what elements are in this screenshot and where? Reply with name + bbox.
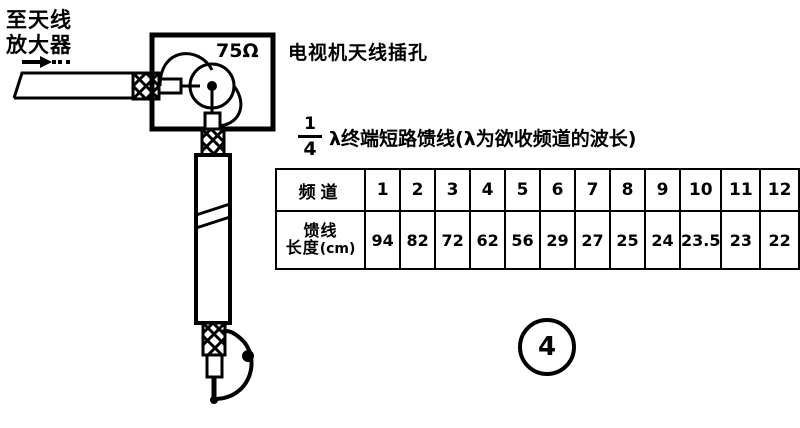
table-header-channel-label: 频道 (274, 168, 367, 212)
table-cell-channel-12: 12 (759, 168, 800, 212)
balun-symbol (158, 52, 243, 128)
table-cell-channel-5: 5 (504, 168, 542, 212)
table-cell-length-4: 62 (469, 210, 507, 270)
coax-braid-vertical-bottom (201, 321, 227, 357)
table-cell-channel-3: 3 (434, 168, 472, 212)
table-cell-channel-10: 10 (678, 168, 723, 212)
label-tv-antenna-jack: 电视机天线插孔 (288, 42, 429, 64)
diagram-canvas (12, 32, 276, 404)
table-cell-length-8: 25 (609, 210, 646, 270)
shorted-termination-icon (205, 329, 254, 404)
fraction-numerator: 1 (304, 114, 316, 134)
label-to-antenna-amplifier-line1: 至天线 (6, 8, 72, 32)
stub-formula-caption: 1 4 λ终端短路馈线(λ为欲收频道的波长) (298, 116, 636, 159)
fraction-denominator: 4 (303, 138, 317, 160)
label-to-antenna-amplifier-line2: 放大器 (6, 33, 72, 57)
coax-plug-horizontal (157, 77, 200, 95)
table-header-length-label: 馈线 长度(cm) (274, 210, 367, 270)
arrow-head-icon (40, 56, 52, 68)
table-cell-channel-8: 8 (609, 168, 646, 212)
table-cell-length-3: 72 (434, 210, 472, 270)
table-cell-length-7: 27 (574, 210, 612, 270)
horizontal-feeder-cable (12, 71, 135, 100)
table-cell-length-6: 29 (539, 210, 577, 270)
fraction-bar (298, 135, 322, 138)
table-cell-length-9: 24 (644, 210, 681, 270)
table-cell-channel-1: 1 (364, 168, 402, 212)
channel-length-table: 频道 1 2 3 4 5 6 7 8 9 10 11 12 馈线 长度(cm) … (274, 168, 800, 270)
table-row-lengths: 馈线 长度(cm) 94 82 72 62 56 29 27 25 24 23.… (274, 210, 800, 270)
coax-braid-vertical-top (200, 127, 226, 157)
table-cell-channel-7: 7 (574, 168, 612, 212)
coax-braid-horizontal (131, 71, 161, 101)
table-cell-channel-11: 11 (720, 168, 762, 212)
antenna-wiring-diagram: 75Ω (0, 0, 290, 424)
formula-description: λ终端短路馈线(λ为欲收频道的波长) (329, 128, 637, 150)
outlet-socket (203, 111, 222, 131)
table-cell-length-2: 82 (399, 210, 437, 270)
table-cell-channel-6: 6 (539, 168, 577, 212)
quarter-wave-stub-cable (194, 153, 232, 325)
table-cell-length-11: 23 (720, 210, 762, 270)
table-cell-channel-4: 4 (469, 168, 507, 212)
figure-number-badge: 4 (518, 318, 576, 376)
length-label-line1: 馈线 (303, 221, 338, 240)
cable-break-icon (195, 202, 231, 230)
table-cell-length-1: 94 (364, 210, 402, 270)
table-cell-channel-2: 2 (399, 168, 437, 212)
length-unit: (cm) (319, 241, 356, 257)
table-row-channels: 频道 1 2 3 4 5 6 7 8 9 10 11 12 (274, 168, 800, 212)
label-to-antenna-amplifier: 至天线 放大器 (6, 8, 126, 58)
quarter-fraction: 1 4 (298, 116, 322, 159)
table-cell-length-5: 56 (504, 210, 542, 270)
table-cell-length-10: 23.5 (678, 210, 723, 270)
table-cell-channel-9: 9 (644, 168, 681, 212)
table-cell-length-12: 22 (759, 210, 800, 270)
length-label-line2: 长度(cm) (285, 238, 356, 257)
impedance-label: 75Ω (216, 40, 259, 62)
